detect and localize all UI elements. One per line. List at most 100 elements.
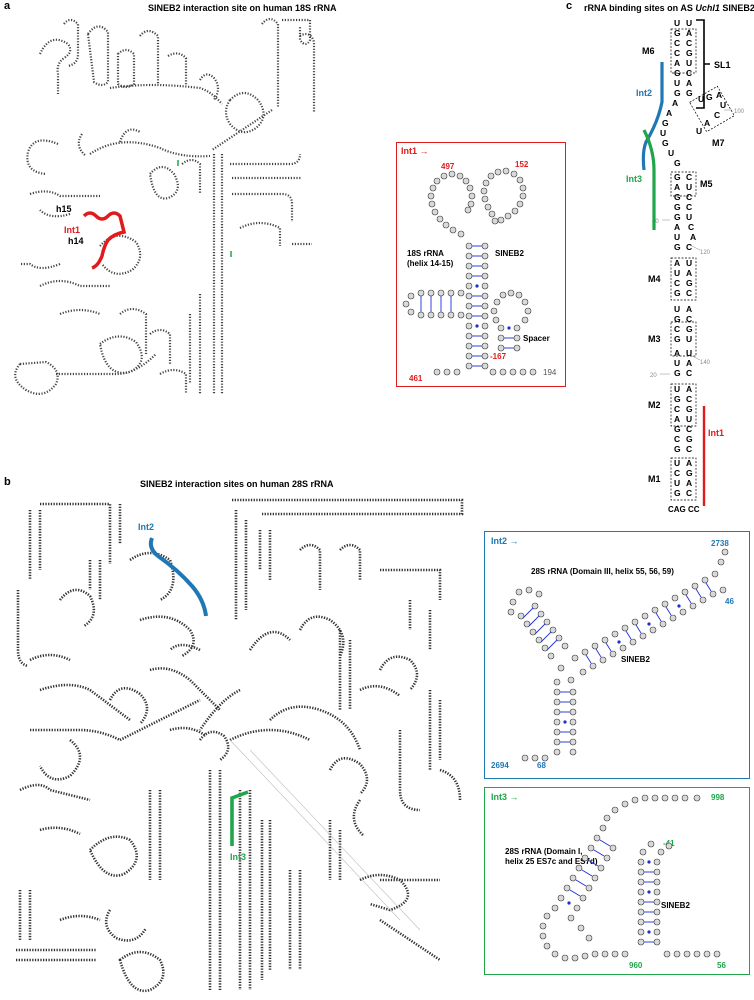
svg-text:C: C — [686, 424, 692, 434]
label-sl1: SL1 — [714, 60, 731, 70]
int2-sineb2-label: SINEB2 — [621, 655, 650, 664]
svg-text:C: C — [686, 288, 692, 298]
int2-num-68: 68 — [537, 761, 546, 770]
svg-text:G: G — [674, 88, 681, 98]
svg-text:U: U — [674, 478, 680, 488]
panel-a-letter: a — [4, 0, 11, 12]
svg-text:A: A — [686, 358, 692, 368]
label-m4: M4 — [648, 274, 661, 284]
svg-text:G: G — [706, 92, 713, 102]
int3-highlight-28s — [230, 790, 249, 846]
svg-text:A: A — [686, 78, 692, 88]
int1-num-194: 194 — [543, 368, 557, 377]
label-m6: M6 — [642, 46, 655, 56]
svg-text:U: U — [686, 258, 692, 268]
tick-40: 40 — [652, 219, 659, 225]
svg-text:G: G — [674, 334, 681, 344]
panel-a-18s-structure: h15 Int1 h14 — [14, 17, 316, 395]
int2-num-2694: 2694 — [491, 761, 509, 770]
svg-text:A: A — [674, 348, 680, 358]
panel-c-title-gene: Uchl1 — [695, 3, 720, 13]
int3-inset-box: Int3 → 28S rRNA (Domain I, helix 25 ES7c… — [484, 787, 750, 975]
svg-text:U: U — [668, 148, 674, 158]
int2-inset-tag: Int2 → — [491, 536, 519, 546]
svg-text:G: G — [686, 48, 693, 58]
svg-text:A: A — [686, 478, 692, 488]
svg-text:A: A — [674, 182, 680, 192]
label-int1-c: Int1 — [708, 428, 724, 438]
panel-c-title: rRNA binding sites on AS Uchl1 SINEB2 — [584, 3, 754, 13]
svg-text:G: G — [674, 288, 681, 298]
svg-text:G: G — [674, 172, 681, 182]
svg-text:C: C — [674, 278, 680, 288]
svg-text:G: G — [686, 88, 693, 98]
int1-rrna-label: 18S rRNA — [407, 249, 444, 258]
svg-text:G: G — [674, 212, 681, 222]
svg-text:C: C — [686, 242, 692, 252]
svg-text:G: G — [686, 324, 693, 334]
label-h14: h14 — [68, 236, 84, 246]
int1-num-461: 461 — [409, 374, 423, 383]
svg-text:U: U — [686, 212, 692, 222]
int1-inset-tag: Int1 → — [401, 146, 429, 156]
svg-text:C: C — [686, 368, 692, 378]
svg-text:G: G — [674, 314, 681, 324]
svg-text:G: G — [686, 434, 693, 444]
svg-text:U: U — [686, 182, 692, 192]
label-m2: M2 — [648, 400, 661, 410]
int3-sineb2-label: SINEB2 — [661, 901, 690, 910]
tick-20: 20 — [650, 373, 657, 379]
int3-rrna-sub: helix 25 ES7c and ES7d) — [505, 857, 598, 866]
svg-text:U: U — [660, 128, 666, 138]
int1-num-152: 152 — [515, 160, 529, 169]
label-m3: M3 — [648, 334, 661, 344]
svg-text:U: U — [686, 334, 692, 344]
svg-text:C: C — [686, 38, 692, 48]
svg-text:A: A — [686, 384, 692, 394]
svg-text:G: G — [674, 158, 681, 168]
svg-text:A: A — [674, 258, 680, 268]
svg-text:U: U — [674, 232, 680, 242]
svg-text:G: G — [662, 118, 669, 128]
int1-inset-structure: 497 152 18S rRNA (helix 14-15) SINEB2 Sp… — [402, 160, 557, 383]
svg-text:G: G — [674, 424, 681, 434]
int2-inset-structure: 28S rRNA (Domain III, helix 55, 56, 59) … — [491, 539, 734, 770]
int1-num-167: -167 — [490, 352, 507, 361]
svg-text:C: C — [688, 222, 694, 232]
svg-text:U: U — [698, 94, 704, 104]
svg-text:C: C — [686, 394, 692, 404]
panel-c-letter: c — [566, 0, 573, 12]
int1-inset-box: Int1 → — [396, 142, 566, 387]
svg-text:C: C — [674, 324, 680, 334]
svg-text:G: G — [674, 444, 681, 454]
svg-text:A: A — [674, 222, 680, 232]
svg-text:G: G — [674, 242, 681, 252]
int3-inset-tag: Int3 → — [491, 792, 519, 802]
int3-inset-structure: 28S rRNA (Domain I, helix 25 ES7c and ES… — [505, 793, 726, 970]
int1-sineb2-label: SINEB2 — [495, 249, 524, 258]
svg-text:G: G — [686, 404, 693, 414]
panel-a-title: SINEB2 interaction site on human 18S rRN… — [148, 3, 337, 13]
svg-text:A: A — [686, 268, 692, 278]
int3-highlight-c — [642, 129, 656, 230]
svg-text:G: G — [662, 138, 669, 148]
label-int3-b: Int3 — [230, 852, 246, 862]
svg-text:U: U — [674, 18, 680, 28]
int2-num-2738: 2738 — [711, 539, 729, 548]
svg-text:C: C — [686, 202, 692, 212]
label-int1-a: Int1 — [64, 225, 80, 235]
svg-text:C: C — [686, 314, 692, 324]
svg-text:C: C — [686, 68, 692, 78]
label-h15: h15 — [56, 204, 72, 214]
svg-text:U: U — [686, 58, 692, 68]
label-m5: M5 — [700, 179, 713, 189]
int2-highlight-c — [641, 62, 664, 171]
int2-inset-box: Int2 → 28S rRNA (Domain III, helix 55, 5… — [484, 531, 750, 779]
svg-text:A: A — [672, 98, 678, 108]
int3-rrna-label: 28S rRNA (Domain I, — [505, 847, 583, 856]
panel-b-letter: b — [4, 476, 11, 488]
svg-text:U: U — [674, 458, 680, 468]
label-int2-b: Int2 — [138, 522, 154, 532]
svg-text:A: A — [666, 108, 672, 118]
